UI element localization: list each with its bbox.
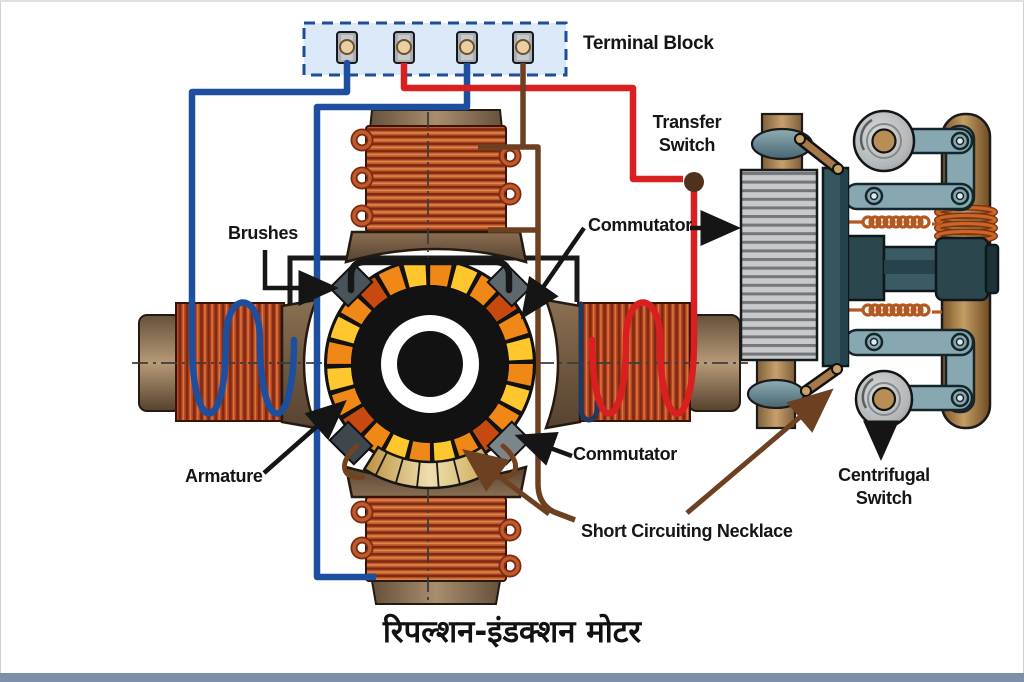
armature-pointer <box>262 400 347 475</box>
commutator-cylinder <box>739 168 819 362</box>
wire-red <box>400 63 704 417</box>
brushes-label: Brushes <box>228 223 298 243</box>
terminal-block-label: Terminal Block <box>583 33 714 54</box>
governor-wheel-bottom <box>854 369 914 429</box>
lever-top <box>794 133 844 175</box>
centrifugal-switch-label-line1: Centrifugal <box>838 465 930 485</box>
spring-top <box>846 215 942 229</box>
lever-bottom <box>800 363 843 397</box>
transfer-switch-label: Transfer Switch <box>644 111 730 157</box>
brush-circuit-wire <box>287 255 580 312</box>
wire-blue-2 <box>313 63 471 581</box>
commutator-bottom-label: Commutator <box>573 444 677 464</box>
transfer-switch-label-line2: Switch <box>658 135 716 155</box>
governor-wheel-top <box>852 109 916 173</box>
coil-start-dark-turn <box>578 301 600 423</box>
armature-rotor <box>324 258 536 470</box>
centrifugal-switch-assembly <box>739 109 1000 430</box>
terminal-post-icon <box>393 31 415 64</box>
annotation-arrows-black <box>262 210 899 475</box>
wire-brown <box>478 63 576 523</box>
slip-collar-bottom <box>746 378 806 410</box>
pivot-eyes <box>864 131 970 408</box>
brush-jumper-wire <box>347 258 513 294</box>
diagram-title: रिपल्शन-इंडक्शन मोटर <box>382 614 642 650</box>
top-border <box>0 0 1024 2</box>
terminal-post-icon <box>512 31 534 64</box>
transfer-switch-contact <box>684 172 704 192</box>
spring-bottom <box>846 303 942 317</box>
terminal-posts <box>336 31 534 64</box>
commutator-top-pointer <box>520 226 586 320</box>
terminal-post-icon <box>336 31 358 64</box>
switch-plate-shade <box>840 170 848 364</box>
lever-pointer <box>685 388 834 515</box>
necklace-pointer <box>461 449 551 517</box>
transfer-switch-label-line1: Transfer <box>652 112 722 132</box>
wire-blue-1 <box>188 59 351 417</box>
bottom-border-bar <box>0 673 1024 682</box>
brushes-pointer <box>262 250 339 306</box>
centrifugal-switch-label-line2: Switch <box>855 488 913 508</box>
commutator-bottom-pointer <box>514 431 573 466</box>
field-coil-right <box>544 298 741 430</box>
commutator-top-label: Commutator <box>588 215 692 235</box>
dashpot-weights <box>844 234 1000 302</box>
armature-label: Armature <box>185 466 263 486</box>
shaft-hub <box>397 331 463 397</box>
terminal-post-icon <box>456 31 478 64</box>
short-circuiting-necklace-label: Short Circuiting Necklace <box>581 521 793 541</box>
annotation-arrows-brown <box>461 388 834 517</box>
centrifugal-switch-label: Centrifugal Switch <box>834 464 934 510</box>
field-coil-top <box>344 109 528 264</box>
